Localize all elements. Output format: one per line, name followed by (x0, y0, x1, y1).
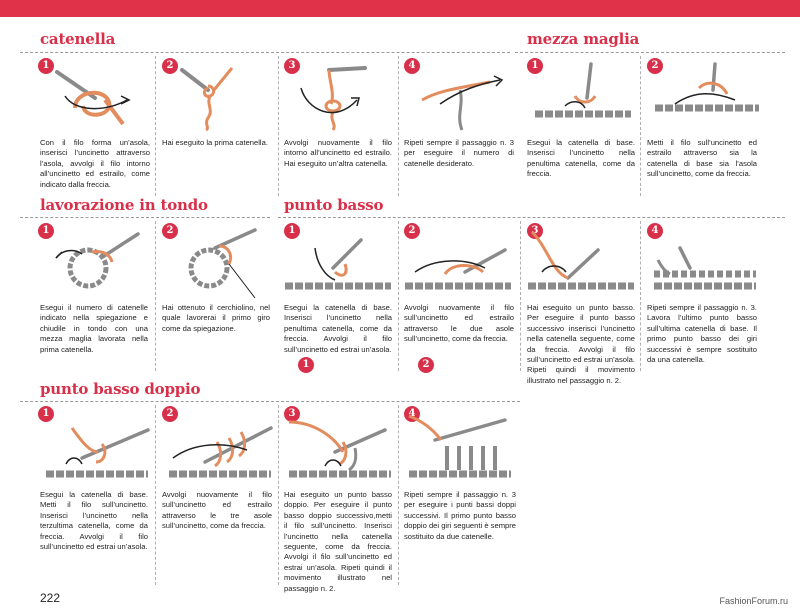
step-badge: 2 (162, 223, 178, 239)
section-title-punto-basso-doppio: punto basso doppio (40, 380, 201, 398)
section-rule (20, 217, 270, 218)
step-caption: Hai eseguito un punto basso. Per eseguir… (527, 303, 635, 385)
step-caption: Esegui la catenella di base. Inserisci l… (527, 138, 635, 179)
mezza-maglia-step1-illustration (535, 62, 631, 118)
punto-basso-step1-illustration (285, 238, 391, 290)
punto-basso-step3-illustration (528, 230, 634, 290)
step-caption: Esegui il numero di catenelle indicato n… (40, 303, 148, 354)
pbd-step3-illustration (288, 420, 391, 478)
step-caption: Avvolgi nuovamente il filo sull’uncinett… (162, 490, 272, 531)
section-rule (515, 52, 785, 53)
inline-step-badge: 1 (298, 357, 314, 373)
watermark: FashionForum.ru (719, 596, 788, 606)
punto-basso-step2-illustration (405, 248, 511, 290)
section-title-punto-basso: punto basso (284, 196, 384, 214)
column-divider (155, 405, 156, 585)
page-number: 222 (40, 591, 61, 605)
step-badge: 1 (38, 223, 54, 239)
catenella-step1-illustration (55, 70, 131, 126)
section-title-lavorazione-in-tondo: lavorazione in tondo (40, 196, 208, 214)
column-divider (155, 221, 156, 371)
step-badge: 3 (284, 58, 300, 74)
step-caption: Hai eseguito un punto basso doppio. Per … (284, 490, 392, 593)
section-rule (20, 401, 520, 402)
step-caption: Ripeti sempre il passaggio n. 3 per eseg… (404, 138, 514, 168)
pbd-step2-illustration (169, 426, 273, 478)
section-rule (278, 217, 785, 218)
step-badge: 1 (527, 58, 543, 74)
step-badge: 1 (38, 406, 54, 422)
step-badge: 4 (404, 58, 420, 74)
column-divider (398, 56, 399, 196)
column-divider (398, 221, 399, 371)
top-color-bar (0, 0, 800, 17)
catenella-step3-illustration (300, 66, 367, 131)
step-badge: 2 (162, 58, 178, 74)
step-caption: Metti il filo sull’uncinetto ed estrailo… (647, 138, 757, 179)
step-caption: Avvolgi nuovamente il filo intorno all’u… (284, 138, 392, 168)
column-divider (278, 56, 279, 196)
step-badge: 3 (284, 406, 300, 422)
step-badge: 2 (647, 58, 663, 74)
column-divider (398, 405, 399, 585)
column-divider (640, 56, 641, 196)
step-badge: 2 (404, 223, 420, 239)
catenella-step2-illustration (180, 67, 234, 132)
pbd-step4-illustration (408, 414, 511, 478)
step-caption: Esegui la catenella di base. Metti il fi… (40, 490, 148, 552)
column-divider (520, 221, 521, 371)
step-caption: Ripeti sempre il passaggio n. 3 per eseg… (404, 490, 516, 541)
section-rule (20, 52, 510, 53)
step-badge: 3 (527, 223, 543, 239)
step-caption: Avvolgi nuovamente il filo sull’uncinett… (404, 303, 514, 344)
inline-step-badge: 2 (418, 357, 434, 373)
catenella-step4-illustration (421, 75, 504, 131)
step-caption: Esegui la catenella di base. Inserisci l… (284, 303, 392, 354)
pbd-step1-illustration (46, 427, 150, 478)
column-divider (155, 56, 156, 196)
section-title-mezza-maglia: mezza maglia (527, 30, 640, 48)
step-caption: Hai eseguito la prima catenella. (162, 138, 268, 147)
column-divider (278, 405, 279, 585)
tondo-step2-illustration (188, 228, 257, 299)
punto-basso-step4-illustration (654, 246, 756, 290)
section-title-catenella: catenella (40, 30, 116, 48)
step-badge: 2 (162, 406, 178, 422)
step-caption: Con il filo forma un’asola, inserisci l’… (40, 138, 150, 189)
step-badge: 1 (284, 223, 300, 239)
tondo-step1-illustration (55, 232, 140, 289)
step-caption: Ripeti sempre il passaggio n. 3. Lavora … (647, 303, 757, 365)
step-badge: 1 (38, 58, 54, 74)
step-badge: 4 (647, 223, 663, 239)
column-divider (640, 221, 641, 371)
step-caption: Hai ottenuto il cerchiolino, nel quale l… (162, 303, 270, 333)
mezza-maglia-step2-illustration (655, 62, 759, 112)
